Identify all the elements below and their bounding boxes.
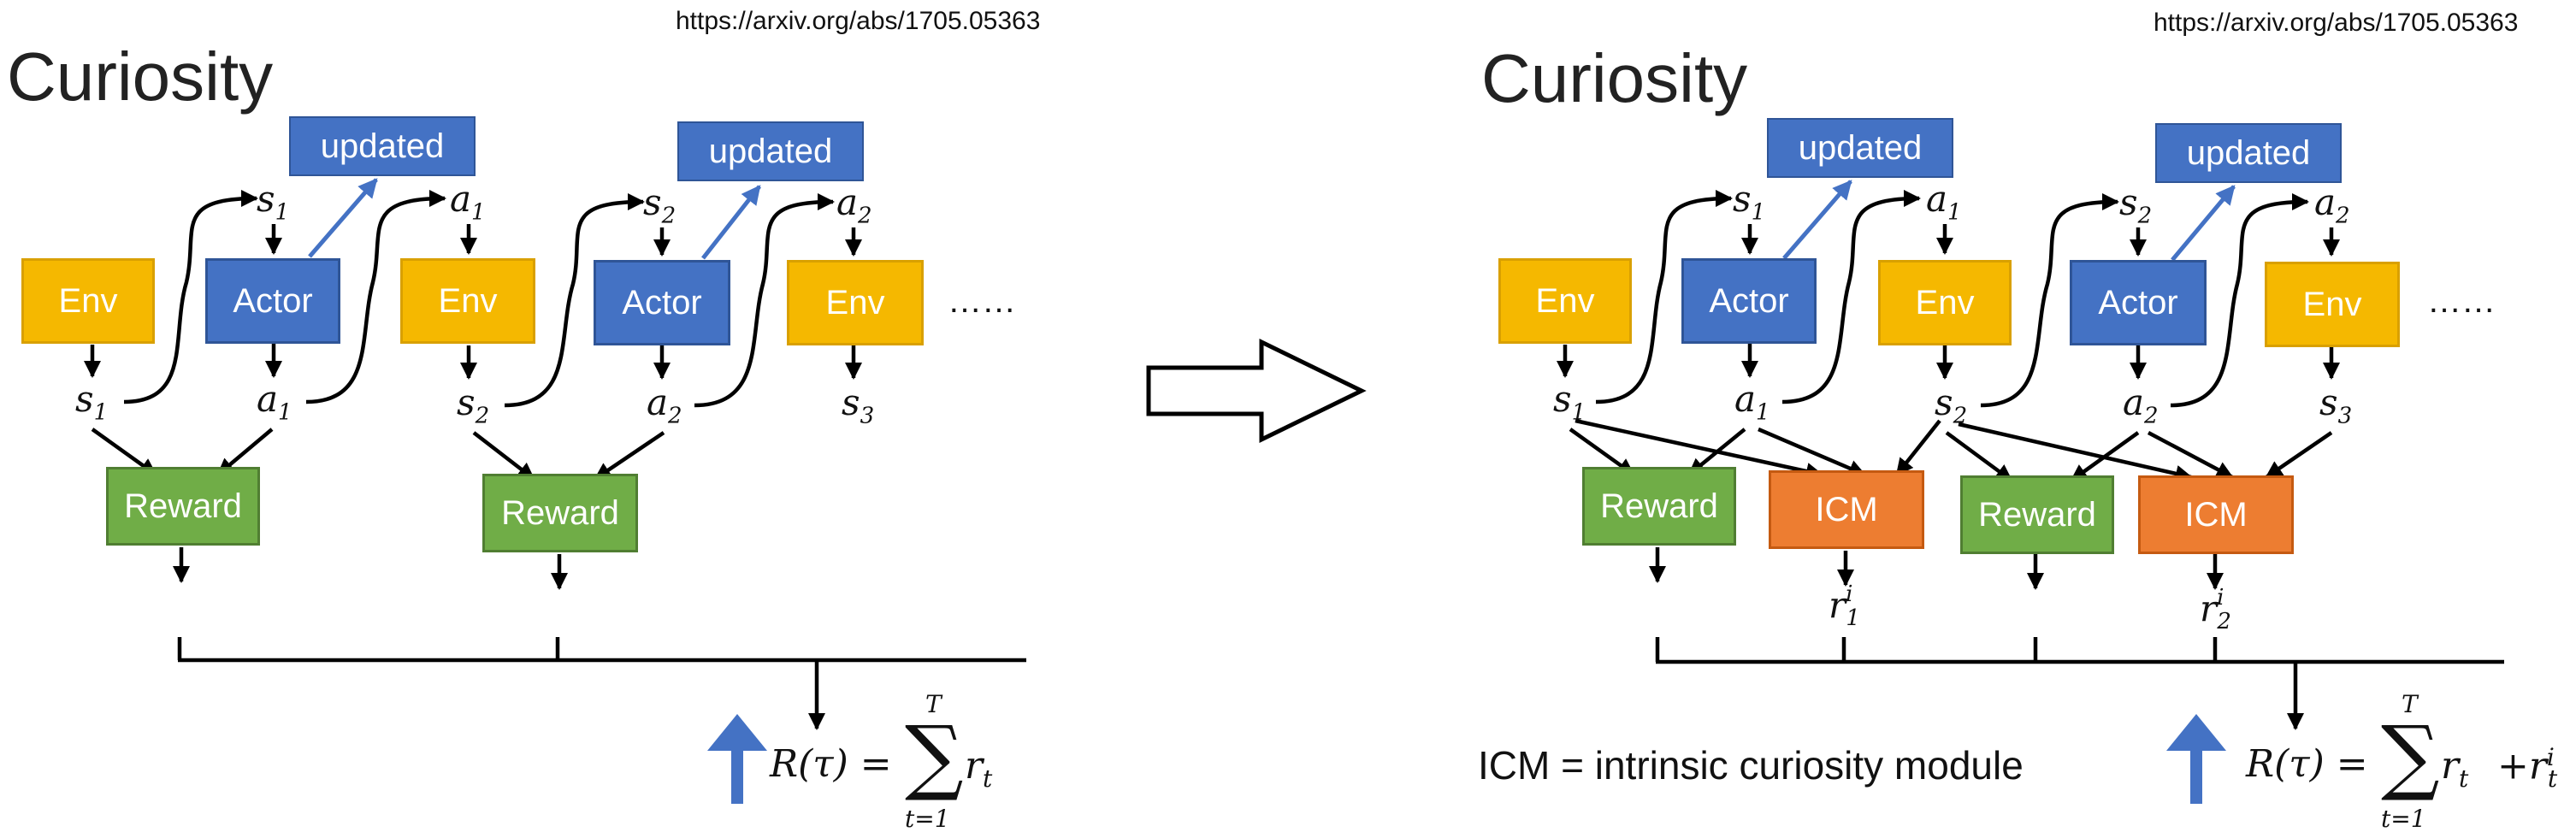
edge-actor1-updated1 (308, 178, 378, 258)
right-formula-lower: t=1 (2381, 805, 2426, 833)
right-var-s1-top: s1 (1733, 178, 1766, 226)
right-source-url: https://arxiv.org/abs/1705.05363 (2154, 9, 2519, 37)
left-formula-upper: T (925, 690, 942, 718)
r-edge-a2-icm2 (2147, 431, 2234, 479)
left-formula-lhs: R(τ) = (770, 742, 892, 786)
left-var-s2-bottom: s2 (457, 381, 490, 429)
r-edge-s3-icm2 (2265, 431, 2333, 479)
left-formula-lower: t=1 (905, 805, 950, 833)
left-var-a1-bottom: a1 (257, 378, 292, 426)
right-env-box-1: Env (1498, 258, 1632, 344)
right-continuation-dots: …… (2427, 282, 2496, 320)
left-source-url: https://arxiv.org/abs/1705.05363 (676, 7, 1041, 35)
right-title: Curiosity (1481, 40, 1748, 116)
r-edge-s2-icm2 (1958, 422, 2193, 482)
r-edge-s2-reward2 (1945, 431, 2013, 482)
left-continuation-dots: …… (948, 282, 1016, 320)
r-edge-s2-s2top (1980, 192, 2120, 408)
right-var-s2-top: s2 (2119, 181, 2153, 229)
r-edge-s1-icm1 (1575, 418, 1823, 480)
edge-a1-a1top (305, 189, 447, 404)
left-var-a2-bottom: a2 (647, 381, 682, 429)
edge-s2-s2top (504, 192, 646, 408)
left-updated-box-2: updated (677, 121, 864, 181)
transition-arrow-icon (1146, 339, 1367, 443)
right-formula-intrinsic-term: +rit (2497, 743, 2558, 794)
right-var-s2-bottom: s2 (1935, 381, 1968, 429)
right-env-box-2: Env (1878, 260, 2012, 345)
right-var-r2-intrinsic: ri2 (2200, 585, 2231, 635)
edge-actor2-updated2 (701, 185, 761, 260)
right-formula-sigma: ∑ (2381, 708, 2440, 804)
right-env-box-3: Env (2265, 262, 2400, 347)
left-env-box-3: Env (787, 260, 924, 345)
right-var-s1-bottom: s1 (1553, 378, 1586, 426)
right-formula-upper: T (2402, 690, 2418, 718)
left-actor-box-1: Actor (205, 258, 340, 344)
right-diagram-connectors (1556, 189, 2504, 731)
left-formula-sigma: ∑ (905, 708, 964, 804)
right-actor-box-1: Actor (1681, 258, 1817, 344)
r-edge-actor1-updated1 (1782, 180, 1852, 260)
right-up-arrow-icon (2166, 714, 2226, 804)
right-icm-box-1: ICM (1769, 470, 1924, 549)
right-actor-box-2: Actor (2070, 260, 2207, 345)
left-reward-box-2: Reward (482, 474, 638, 552)
r-edge-a2-a2top (2170, 192, 2310, 408)
right-var-r1-intrinsic: ri1 (1829, 581, 1860, 632)
r-edge-a1-icm1 (1758, 427, 1866, 477)
left-var-s1-top: s1 (257, 178, 290, 226)
right-reward-box-1: Reward (1582, 467, 1736, 546)
right-var-s3-bottom: s3 (2319, 381, 2353, 429)
left-reward-box-1: Reward (106, 467, 260, 546)
right-var-a2-bottom: a2 (2123, 381, 2159, 429)
left-env-box-2: Env (400, 258, 535, 344)
left-var-a2-top: a2 (836, 181, 872, 229)
right-updated-box-2: updated (2155, 123, 2342, 183)
left-up-arrow-icon (707, 714, 767, 804)
icm-definition-note: ICM = intrinsic curiosity module (1478, 743, 2024, 788)
right-var-a1-bottom: a1 (1734, 378, 1770, 426)
left-var-s1-bottom: s1 (75, 378, 109, 426)
left-var-s2-top: s2 (643, 181, 676, 229)
left-var-s3-bottom: s3 (842, 381, 875, 429)
right-reward-box-2: Reward (1960, 475, 2114, 554)
r-edge-a1-a1top (1781, 189, 1922, 404)
edge-a2-a2top (694, 192, 836, 408)
left-actor-box-2: Actor (594, 260, 730, 345)
edge-s1-s1top (123, 189, 259, 404)
right-updated-box-1: updated (1767, 118, 1953, 178)
edge-a2-reward2 (594, 431, 665, 481)
left-title: Curiosity (7, 38, 274, 115)
right-var-a2-top: a2 (2314, 181, 2350, 229)
right-var-a1-top: a1 (1926, 178, 1962, 226)
left-env-box-1: Env (21, 258, 155, 344)
edge-s2-reward2 (472, 431, 535, 481)
left-updated-box-1: updated (289, 116, 476, 176)
r-edge-s1-s1top (1595, 189, 1734, 404)
r-edge-s2-icm1 (1895, 419, 1941, 476)
right-icm-box-2: ICM (2138, 475, 2294, 554)
right-formula-term: rt (2441, 744, 2469, 793)
right-formula-lhs: R(τ) = (2246, 742, 2368, 786)
r-edge-actor2-updated2 (2171, 185, 2236, 262)
left-formula-term: rt (965, 744, 993, 793)
left-var-a1-top: a1 (450, 178, 486, 226)
